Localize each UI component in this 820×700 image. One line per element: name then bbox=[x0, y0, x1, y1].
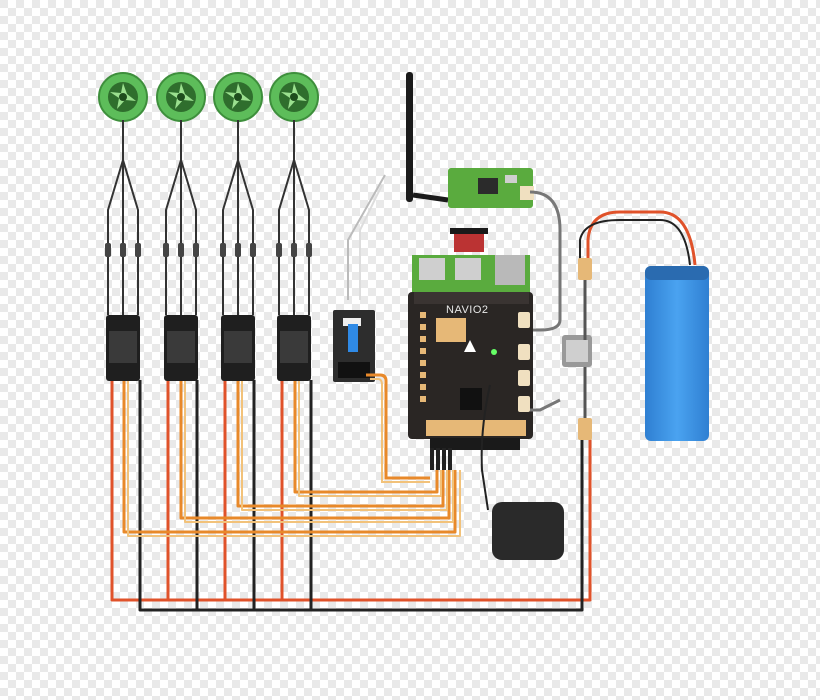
esc-phase-leads bbox=[107, 257, 310, 315]
power-module bbox=[530, 335, 592, 412]
navio2-label: NAVIO2 bbox=[446, 304, 489, 316]
escs bbox=[106, 315, 311, 381]
antenna bbox=[406, 72, 449, 203]
motor-4 bbox=[269, 72, 319, 122]
esc-2 bbox=[164, 315, 198, 381]
esc-4 bbox=[277, 315, 311, 381]
battery bbox=[578, 210, 709, 441]
telemetry-radio bbox=[448, 168, 562, 332]
header-pins bbox=[430, 448, 452, 470]
motor-phase-wires bbox=[107, 120, 310, 245]
esc-1 bbox=[106, 315, 140, 381]
navio2-pads bbox=[420, 312, 426, 402]
rc-receiver bbox=[333, 174, 430, 483]
motors bbox=[98, 72, 319, 122]
esc-power-wires bbox=[110, 380, 592, 612]
raspberry-pi bbox=[412, 228, 530, 295]
gps bbox=[480, 384, 564, 560]
esc-3 bbox=[221, 315, 255, 381]
motor-3 bbox=[213, 72, 263, 122]
esc-signal-wires bbox=[122, 380, 461, 537]
motor-2 bbox=[156, 72, 206, 122]
bullet-connectors bbox=[105, 243, 312, 257]
navio2-board: NAVIO2 bbox=[408, 292, 533, 470]
motor-1 bbox=[98, 72, 148, 122]
